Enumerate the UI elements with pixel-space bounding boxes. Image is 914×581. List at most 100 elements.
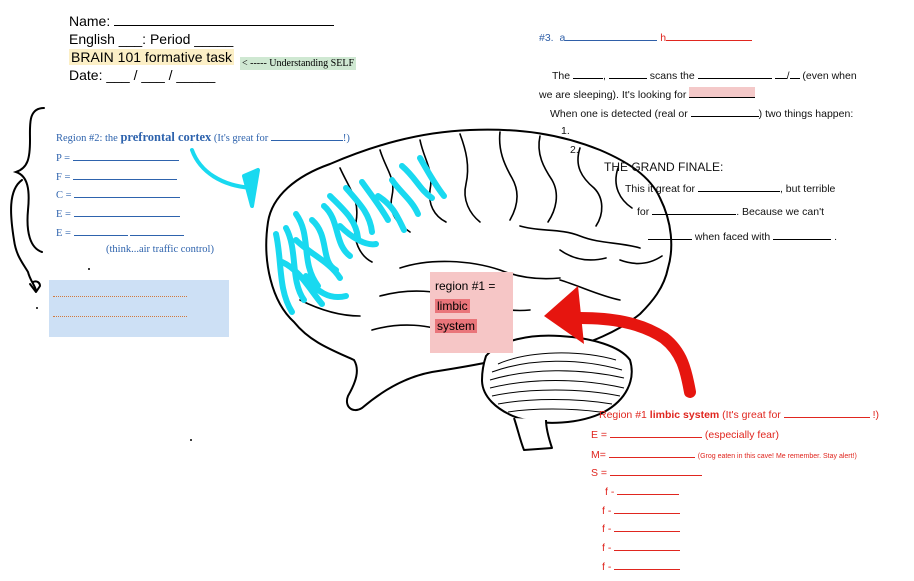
section3-item1: 1.	[561, 125, 570, 137]
region2-title-prefix: Region #2: the	[56, 133, 118, 144]
region1-title-blank[interactable]	[783, 407, 870, 418]
region2-item-e2: E =	[56, 225, 185, 239]
region1-blank[interactable]	[614, 540, 681, 551]
cyan-highlight-scribble	[273, 155, 447, 315]
region1-blank[interactable]	[614, 503, 681, 514]
region1-s-line: S =	[591, 465, 702, 479]
region1-m-label: M=	[591, 449, 606, 461]
region1-f-item: f -	[602, 540, 681, 554]
section3-line3-b: ) two things happen:	[758, 108, 854, 120]
grand-finale-blank[interactable]	[697, 181, 780, 192]
limbic-system-box: region #1 = limbic system	[430, 272, 513, 353]
region1-blank[interactable]	[609, 465, 702, 476]
section3-line2: we are sleeping). It's looking for	[539, 87, 756, 101]
cerebellum-lines	[489, 352, 625, 413]
stray-dot	[36, 307, 38, 309]
region2-item-blank[interactable]	[73, 169, 178, 180]
region1-e-label: E =	[591, 429, 608, 441]
region1-e-line: E = (especially fear)	[591, 427, 779, 441]
region2-title: Region #2: the prefrontal cortex (It's g…	[56, 130, 350, 145]
region1-f-label: f -	[602, 523, 612, 535]
region2-item-e1: E =	[56, 206, 180, 220]
grand-finale-line2: for . Because we can't	[637, 204, 824, 218]
region2-title-suffix: (It's great for	[213, 133, 269, 144]
region1-blank[interactable]	[614, 559, 681, 570]
region1-f-item: f -	[605, 484, 680, 498]
grand-finale-line2-b: . Because we can't	[736, 206, 824, 218]
stray-dot	[190, 439, 192, 441]
red-arrow	[544, 286, 696, 398]
region1-m-suffix: (Grog eaten in this cave! Me remember. S…	[697, 453, 857, 460]
region2-item-f: F =	[56, 169, 178, 183]
region1-blank[interactable]	[608, 447, 695, 458]
answer-line[interactable]	[53, 296, 187, 297]
section3-blank[interactable]	[697, 68, 772, 79]
grand-finale-line3-b: .	[834, 231, 837, 243]
understanding-self-tag: < ----- Understanding SELF	[240, 53, 357, 71]
region2-item-blank[interactable]	[130, 225, 185, 236]
region2-item-blank[interactable]	[72, 150, 179, 161]
grand-finale-line2-a: for	[637, 206, 650, 218]
section3-item2: 2.	[570, 144, 579, 156]
name-label: Name:	[69, 13, 111, 29]
region2-title-blank[interactable]	[270, 130, 343, 141]
region1-title-bold: limbic system	[649, 409, 720, 421]
grand-finale-blank[interactable]	[773, 229, 832, 240]
region2-item-c: C =	[56, 187, 181, 201]
section3-h-blank[interactable]	[666, 30, 753, 41]
section3-number: #3.	[539, 32, 554, 44]
region2-item-label: F =	[56, 172, 71, 183]
region2-item-blank[interactable]	[74, 187, 181, 198]
region2-title-end: !)	[342, 133, 350, 144]
section3-line1-c: (even when	[802, 70, 857, 82]
limbic-box-line1: region #1 =	[435, 279, 496, 293]
region1-title-end: !)	[872, 409, 880, 421]
section3-line1: The , scans the / (even when	[552, 68, 857, 82]
answer-box[interactable]	[49, 280, 229, 337]
cyan-arrow	[190, 148, 260, 208]
grand-finale-line1-b: , but terrible	[779, 183, 836, 195]
grand-finale-line1: This it great for , but terrible	[625, 181, 835, 195]
region2-item-blank[interactable]	[73, 206, 180, 217]
answer-line[interactable]	[53, 316, 187, 317]
grand-finale-line3-a: when faced with	[694, 231, 771, 243]
region1-blank[interactable]	[609, 427, 702, 438]
limbic-box-line2-wrap: limbic	[430, 296, 513, 316]
region2-item-p: P =	[56, 150, 179, 164]
section3-line2-a: we are sleeping). It's looking for	[539, 89, 687, 101]
region1-f-item: f -	[602, 503, 681, 517]
brain-task-line: BRAIN 101 formative task	[69, 48, 235, 66]
region1-f-label: f -	[602, 542, 612, 554]
name-field[interactable]: Name:	[69, 12, 335, 30]
section3-header: #3. a h	[539, 30, 753, 44]
region2-item-label: P =	[56, 153, 70, 164]
section3-a-label: a	[559, 32, 566, 44]
region1-blank[interactable]	[617, 484, 680, 495]
section3-a-blank[interactable]	[565, 30, 658, 41]
section3-blank[interactable]	[690, 106, 759, 117]
region2-note: (think...air traffic control)	[106, 244, 214, 255]
grand-finale-line1-a: This it great for	[625, 183, 696, 195]
region1-f-item: f -	[602, 521, 681, 535]
section3-blank[interactable]	[573, 68, 604, 79]
region2-item-blank[interactable]	[73, 225, 128, 236]
limbic-box-line2: limbic	[435, 299, 470, 313]
region1-title-prefix: Region #1	[599, 409, 647, 421]
section3-blank[interactable]	[789, 68, 800, 79]
section3-blank[interactable]	[608, 68, 647, 79]
grand-finale-blank[interactable]	[648, 229, 692, 240]
grand-finale-line3: when faced with .	[648, 229, 837, 243]
section3-blank[interactable]	[774, 68, 787, 79]
region1-blank[interactable]	[614, 521, 681, 532]
grand-finale-blank[interactable]	[652, 204, 737, 215]
section3-highlight-blank[interactable]	[689, 87, 756, 98]
region1-e-suffix: (especially fear)	[704, 429, 780, 441]
region1-f-label: f -	[605, 486, 615, 498]
section3-line1-b: scans the	[649, 70, 695, 82]
region2-item-label: C =	[56, 190, 72, 201]
region1-title: Region #1 limbic system (It's great for …	[599, 407, 879, 421]
section3-line3: When one is detected (real or ) two thin…	[550, 106, 853, 120]
name-blank[interactable]	[114, 13, 335, 26]
left-brace-drawing	[10, 107, 45, 293]
